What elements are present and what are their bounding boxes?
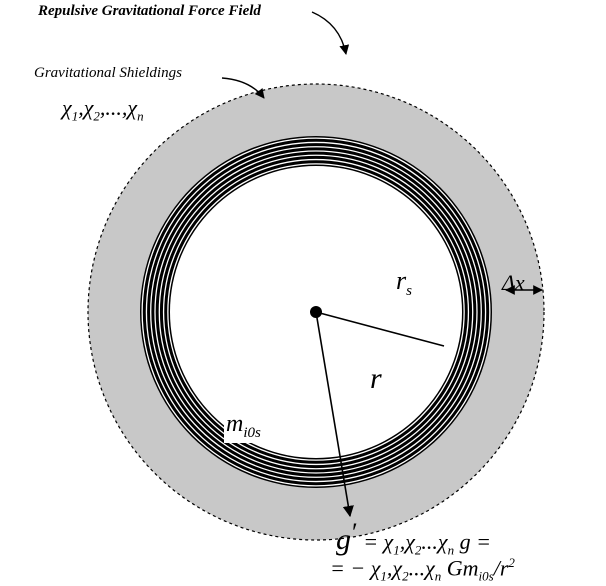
chi-sub-2: 2: [402, 568, 409, 584]
chi-list-label: χ1,χ2,...,χn: [60, 93, 150, 123]
chi-symbol: χ: [62, 95, 72, 120]
eq2-msub: i0s: [478, 568, 494, 584]
equation-line-1: g′ = χ1,χ2...χn g =: [336, 518, 491, 558]
chi-symbol: χ: [425, 555, 435, 581]
mass-sub: i0s: [243, 424, 261, 441]
shieldings-label: Gravitational Shieldings: [34, 65, 182, 81]
g-symbol: g: [336, 523, 351, 556]
rs-radius-line: [315, 311, 445, 347]
g-prime: ′: [352, 518, 358, 547]
delta-x-label: Δx: [502, 270, 525, 295]
chi-symbol: χ: [392, 555, 403, 581]
chi-symbol: χ: [127, 95, 138, 120]
shielding-ring: [150, 146, 482, 478]
eq2-G: Gm: [441, 555, 479, 581]
shielding-ring: [167, 163, 465, 461]
shieldings-leader-arrow: [221, 77, 265, 99]
r-label: r: [370, 362, 382, 395]
shielding-ring: [154, 150, 478, 474]
chi-sub-n: n: [447, 542, 455, 558]
shielding-ring: [162, 158, 470, 466]
rs-label: rs: [396, 268, 412, 299]
shielding-ring: [141, 137, 491, 487]
chi-symbol: χ: [370, 555, 381, 581]
shielding-ring: [145, 141, 487, 483]
mass-symbol: m: [226, 411, 244, 437]
equation-line-2: = − χ1,χ2...χn Gmi0s/r2: [330, 556, 515, 583]
chi-sep: ,: [78, 95, 84, 120]
chi-symbol: χ: [437, 529, 448, 554]
chi-symbol: χ: [405, 529, 415, 554]
chi-dots: ...: [408, 555, 426, 581]
eq1-equals: =: [357, 529, 384, 554]
chi-symbol: χ: [383, 529, 394, 554]
chi-sub-2: 2: [93, 108, 100, 124]
eq1-end: g =: [454, 529, 491, 554]
chi-sub-n: n: [137, 108, 144, 124]
field-leader-arrow: [311, 11, 350, 55]
chi-dots: ,...,: [99, 95, 128, 120]
field-title: Repulsive Gravitational Force Field: [38, 3, 261, 19]
r-radius-arrow: [315, 311, 354, 518]
eq2-pow: 2: [508, 555, 515, 570]
rs-symbol: r: [396, 266, 407, 295]
chi-sep: ,: [386, 555, 393, 581]
mass-label: mi0s: [224, 412, 267, 443]
chi-sub-1: 1: [393, 542, 400, 558]
eq2-start: = −: [330, 555, 371, 581]
chi-sub-n: n: [434, 568, 442, 584]
chi-sub-2: 2: [414, 542, 422, 558]
chi-symbol: χ: [83, 95, 94, 120]
shielding-ring: [158, 154, 474, 470]
chi-sub-1: 1: [71, 108, 79, 124]
eq2-div: /r: [493, 555, 509, 581]
chi-sub-1: 1: [380, 568, 387, 584]
chi-sep: ,: [399, 529, 406, 554]
rs-sub: s: [406, 283, 412, 300]
chi-dots: ...: [421, 529, 438, 554]
center-mass-dot: [310, 306, 322, 318]
